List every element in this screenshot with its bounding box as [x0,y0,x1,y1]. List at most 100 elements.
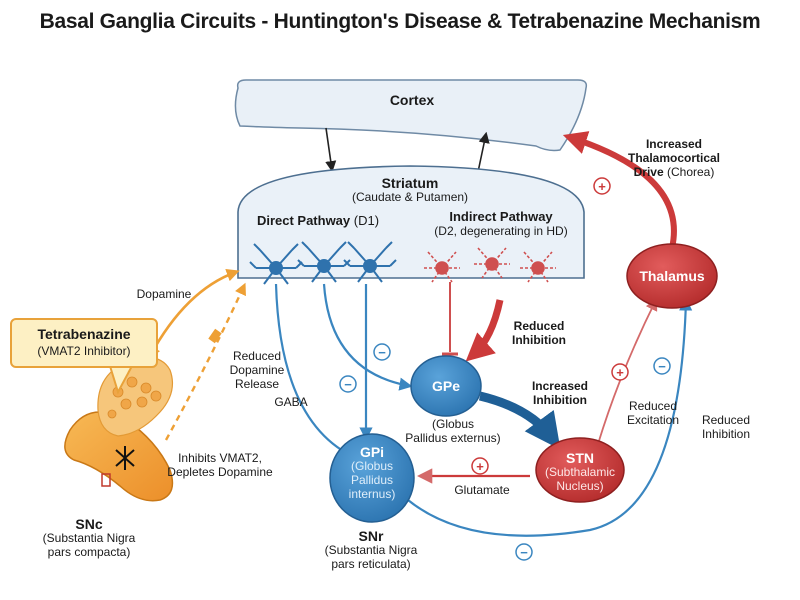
stn-full-line-1: (Subthalamic [544,465,616,480]
indirect-pathway-sub: (D2, degenerating in HD) [434,223,568,238]
reduced-inhibition-arrow [465,299,504,362]
plus-sign-text: + [616,365,624,380]
gpe-to-stn-arrow [478,391,561,450]
direct-pathway-to-gpe-arrow [322,283,413,391]
snr-full-line-2: pars reticulata) [331,556,411,571]
gpi-full-line-2: Pallidus [350,472,394,487]
inhibits-vmat2-label: Inhibits VMAT2, Depletes Dopamine [160,451,280,480]
snc-abbr: SNc [75,516,103,532]
sign-circles: − − + + − + − [339,177,671,561]
direct-pathway-label: Direct Pathway (D1) [248,213,388,229]
cortex-to-striatum-arrow [325,127,337,173]
reduced-dopamine-line-1: Reduced [232,349,282,363]
minus-sign-icon [373,343,391,361]
minus-sign-icon [339,375,357,393]
vmat2-block-icon [115,446,135,470]
tetrabenazine-name: Tetrabenazine [37,326,131,342]
plus-sign-text: + [598,179,606,194]
direct-pathway-to-gpi-arrow-1 [274,283,355,458]
reduced-inhibition-line-1: Reduced [513,319,565,333]
dopamine-label: Dopamine [136,287,192,301]
cortex-label: Cortex [389,92,435,108]
reduced-inhibition-right-label: Reduced Inhibition [686,413,766,442]
reduced-excitation-label: Reduced Excitation [618,399,688,428]
thalamus-label: Thalamus [639,268,705,284]
gpe-full-line-2: Pallidus externus) [405,430,501,445]
minus-sign-text: − [658,359,666,374]
gpi-full-line-3: internus) [348,486,396,501]
reduced-excitation-line-2: Excitation [626,412,680,427]
gpe-full-label: (Globus Pallidus externus) [398,417,508,446]
minus-sign-icon [515,543,533,561]
increased-drive-line-1: Increased [645,137,703,151]
stn-full-line-2: Nucleus) [556,478,604,493]
direct-pathway-receptor: (D1) [353,213,380,228]
reduced-dopamine-line-2: Dopamine [229,362,285,377]
snc-full-line-2: pars compacta) [47,544,131,559]
striatum-sub: (Caudate & Putamen) [351,190,469,205]
reduced-inhibition-line-2: Inhibition [512,332,566,347]
d2-neuron-icons [424,247,556,283]
increased-inhibition-label: Increased Inhibition [522,379,598,408]
cortex-shape [234,79,588,152]
striatum-label: Striatum (Caudate & Putamen) [330,175,490,205]
increased-drive-line-3: Drive [633,164,664,179]
glutamate-label: Glutamate [454,483,510,497]
minus-sign-text: − [378,345,386,360]
minus-sign-text: − [344,377,352,392]
reduced-excitation-line-1: Reduced [628,399,678,413]
striatum-shape [237,165,585,279]
reduced-dopamine-line-3: Release [234,376,280,391]
gpi-full-line-1: (Globus [350,459,394,474]
tetrabenazine-callout: Tetrabenazine (VMAT2 Inhibitor) [10,318,158,368]
reduced-inhibition-label: Reduced Inhibition [506,319,572,348]
thalamus-to-cortex-arrow [562,131,677,249]
increased-inhibition-line-1: Increased [531,379,589,393]
increased-drive-line-2: Thalamocortical [627,150,721,165]
plus-sign-icon [611,363,629,381]
stn-label: STN (Subthalamic Nucleus) [536,450,624,494]
direct-pathway-name: Direct Pathway [256,213,351,228]
snr-label: SNr (Substantia Nigra pars reticulata) [306,528,436,572]
gpi-to-thalamus-arrow [407,297,693,537]
gaba-label: GABA [274,395,308,409]
reduced-inhibition-right-line-1: Reduced [701,413,751,427]
increased-drive-line-4: (Chorea) [667,164,715,179]
reduced-dopamine-label: Reduced Dopamine Release [212,349,302,391]
snr-abbr: SNr [358,528,384,544]
inhibits-vmat2-line-1: Inhibits VMAT2, [178,451,262,465]
gpe-node [410,355,482,417]
snc-full-line-1: (Substantia Nigra [42,531,136,546]
striatum-name: Striatum [381,175,439,191]
plus-sign-text: + [476,459,484,474]
snc-label: SNc (Substantia Nigra pars compacta) [24,516,154,560]
reduced-inhibition-right-line-2: Inhibition [701,426,751,441]
plus-sign-icon [471,457,489,475]
dopamine-arrow [148,268,240,360]
vmat2-icon [101,473,111,487]
gpi-label: GPi (Globus Pallidus internus) [332,444,412,501]
plus-sign-icon [593,177,611,195]
minus-sign-text: − [520,545,528,560]
striatum-to-cortex-arrow [477,131,490,173]
increased-drive-label: Increased Thalamocortical Drive (Chorea) [614,137,734,179]
snr-full-line-1: (Substantia Nigra [324,543,418,558]
indirect-pathway-name: Indirect Pathway [449,209,553,224]
tetrabenazine-sub: (VMAT2 Inhibitor) [37,344,131,358]
gpi-abbr: GPi [359,444,385,460]
gpi-node [329,433,415,523]
stn-abbr: STN [566,450,594,466]
inhibits-vmat2-line-2: Depletes Dopamine [167,464,273,479]
gpe-full-line-1: (Globus [431,417,475,431]
gpe-abbr: GPe [431,378,460,394]
thalamus-node [626,243,718,309]
indirect-pathway-label: Indirect Pathway (D2, degenerating in HD… [416,209,586,239]
diagram-title: Basal Ganglia Circuits - Huntington's Di… [39,10,761,33]
minus-sign-icon [653,357,671,375]
increased-inhibition-line-2: Inhibition [533,392,587,407]
reduced-dopamine-mark [208,328,222,344]
d1-neuron-icons [249,241,397,285]
reduced-dopamine-arrow [164,282,246,441]
stn-node [535,437,625,503]
